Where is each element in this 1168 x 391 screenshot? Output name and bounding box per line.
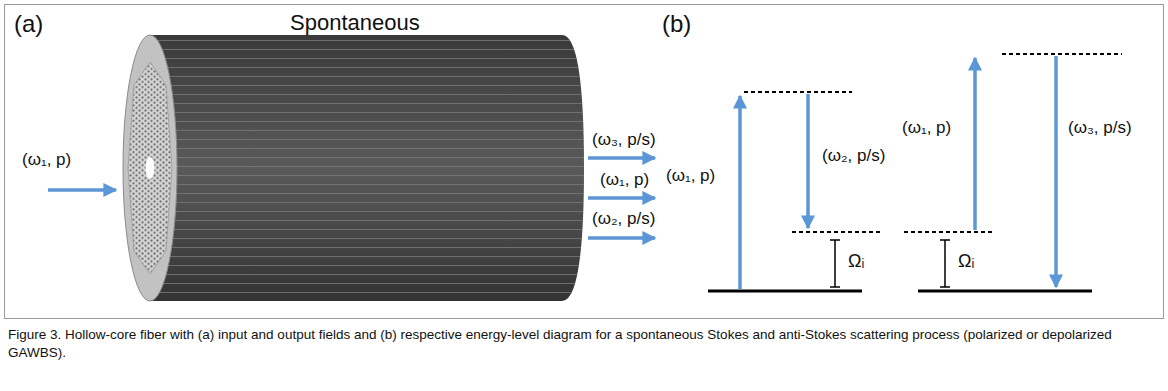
ground-level (918, 290, 1092, 293)
cladding-lattice (128, 62, 172, 274)
phonon-level (792, 231, 880, 233)
field-label: (ω₃, p/s) (592, 130, 656, 150)
panel-title: Spontaneous (290, 10, 420, 36)
panel-letter: (b) (662, 10, 691, 39)
fiber-stripes (150, 35, 584, 301)
field-label: (ω₂, p/s) (592, 209, 655, 229)
input-arrow (48, 188, 116, 192)
field-label: (ω₃, p/s) (1068, 118, 1132, 138)
virtual-level (744, 91, 852, 93)
fiber-body (150, 35, 584, 301)
panel-letter: (a) (14, 10, 43, 39)
frequency-label: Ωᵢ (848, 251, 864, 273)
pump-arrow (738, 96, 742, 289)
hollow-core (146, 157, 155, 179)
omega-bracket (940, 240, 950, 287)
frequency-label: Ωᵢ (958, 251, 974, 273)
field-label: (ω₁, p) (600, 170, 649, 190)
field-label: (ω₁, p) (22, 150, 71, 170)
output-arrow (588, 196, 655, 200)
figure-caption: Figure 3. Hollow-core fiber with (a) inp… (8, 326, 1158, 362)
field-label: (ω₂, p/s) (822, 146, 885, 166)
fiber-end-face (123, 35, 177, 301)
anti-stokes-arrow (1054, 56, 1058, 287)
ground-level (708, 290, 862, 293)
virtual-level (1002, 53, 1122, 55)
phonon-level (904, 231, 992, 233)
pump-arrow (973, 58, 977, 230)
omega-bracket (830, 240, 840, 287)
output-arrow (588, 156, 655, 160)
panel-border (5, 5, 1164, 319)
stokes-arrow (806, 94, 810, 228)
field-label: (ω₁, p) (902, 118, 951, 138)
output-arrow (588, 236, 655, 240)
field-label: (ω₁, p) (666, 166, 715, 186)
